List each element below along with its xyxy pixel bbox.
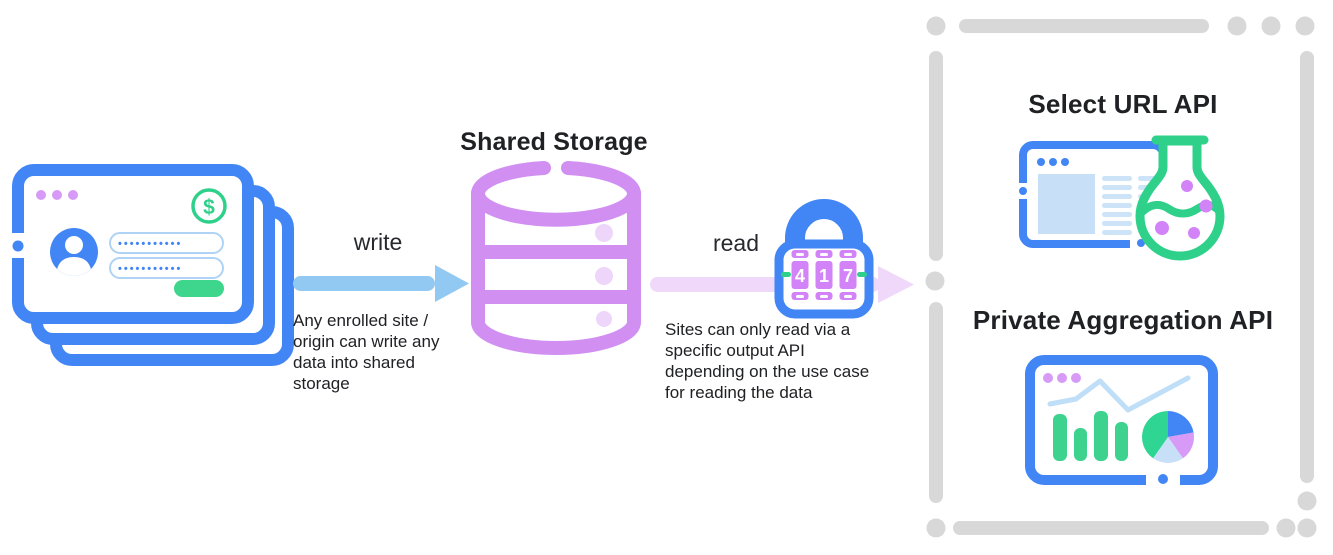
lock-digit: 7 bbox=[843, 266, 853, 286]
database-icon bbox=[471, 161, 641, 356]
line-chart-icon bbox=[1047, 375, 1191, 413]
shared-storage-title: Shared Storage bbox=[460, 128, 648, 156]
dollar-symbol: $ bbox=[203, 196, 215, 219]
write-description: Any enrolled site / origin can write any… bbox=[293, 311, 440, 393]
dashboard-charts-icon bbox=[1025, 355, 1218, 486]
password-dots: ••••••••••• bbox=[118, 263, 182, 275]
submit-button-shape bbox=[174, 280, 224, 297]
browser-flask-icon bbox=[1015, 135, 1225, 261]
private-aggregation-api-title: Private Aggregation API bbox=[972, 305, 1274, 335]
password-field: ••••••••••• bbox=[109, 257, 224, 279]
read-description: Sites can only read via a specific outpu… bbox=[665, 320, 870, 402]
lock-digit: 1 bbox=[819, 266, 829, 286]
window-dots-icon bbox=[36, 190, 78, 200]
read-label: read bbox=[712, 230, 760, 256]
dollar-icon: $ bbox=[191, 188, 227, 224]
write-arrow-icon bbox=[293, 265, 469, 302]
combination-lock-icon: 4 1 7 bbox=[774, 199, 874, 319]
user-avatar-icon bbox=[50, 228, 98, 276]
bar-chart-icon bbox=[1053, 411, 1128, 461]
stacked-browser-windows-icon: $ ••••••••••• ••••••••••• bbox=[8, 164, 294, 366]
write-label: write bbox=[353, 229, 403, 255]
border-dot bbox=[12, 240, 24, 252]
password-field: ••••••••••• bbox=[109, 232, 224, 254]
lock-dials: 4 1 7 bbox=[791, 250, 857, 300]
pie-chart-icon bbox=[1142, 411, 1194, 463]
output-apis-dashed-border bbox=[925, 16, 1317, 538]
select-url-api-title: Select URL API bbox=[1028, 89, 1218, 119]
lock-digit: 4 bbox=[795, 266, 805, 286]
password-dots: ••••••••••• bbox=[118, 238, 182, 250]
flask-icon bbox=[1135, 135, 1225, 261]
